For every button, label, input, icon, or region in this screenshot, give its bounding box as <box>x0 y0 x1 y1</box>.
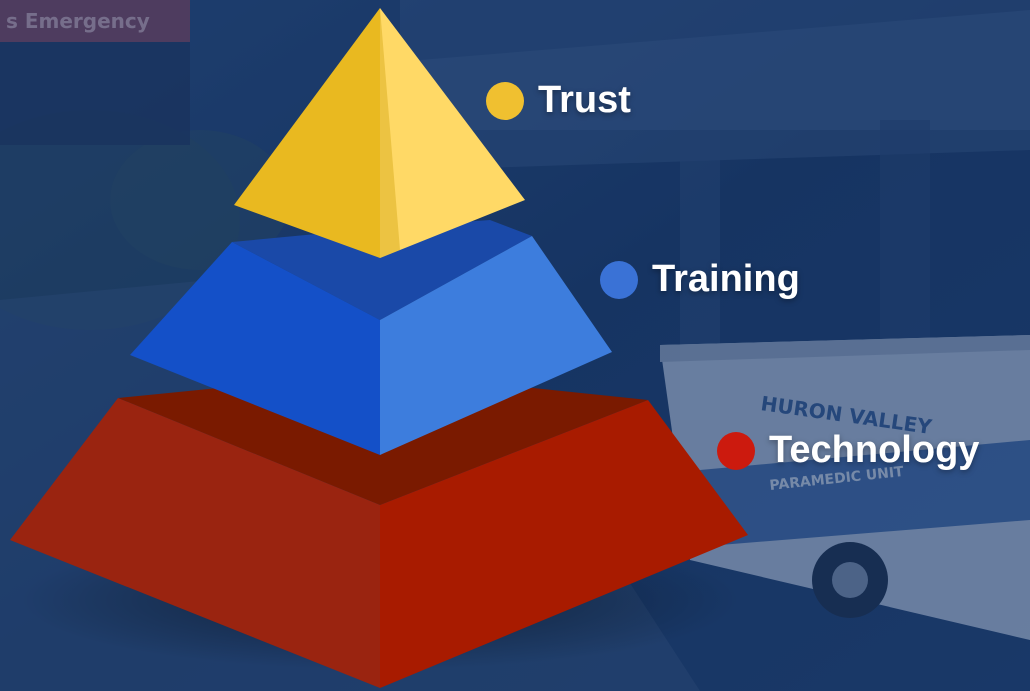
technology-dot-icon <box>717 431 755 470</box>
emergency-sign: s Emergency <box>0 0 190 145</box>
pyramid-tier-training <box>130 220 612 455</box>
pyramid-diagram <box>10 8 748 688</box>
legend-label-trust: Trust <box>538 79 631 121</box>
pyramid-tier-trust <box>234 8 525 258</box>
training-dot-icon <box>600 260 638 299</box>
ambulance: HURON VALLEY PARAMEDIC UNIT <box>660 335 1030 640</box>
emergency-sign-text: s Emergency <box>6 9 150 33</box>
legend-label-training: Training <box>652 258 800 300</box>
legend-item-trust: Trust <box>486 79 631 122</box>
legend-item-technology: Technology <box>717 429 979 472</box>
trust-dot-icon <box>486 81 524 120</box>
legend-label-technology: Technology <box>769 429 980 471</box>
legend-item-training: Training <box>600 258 800 301</box>
